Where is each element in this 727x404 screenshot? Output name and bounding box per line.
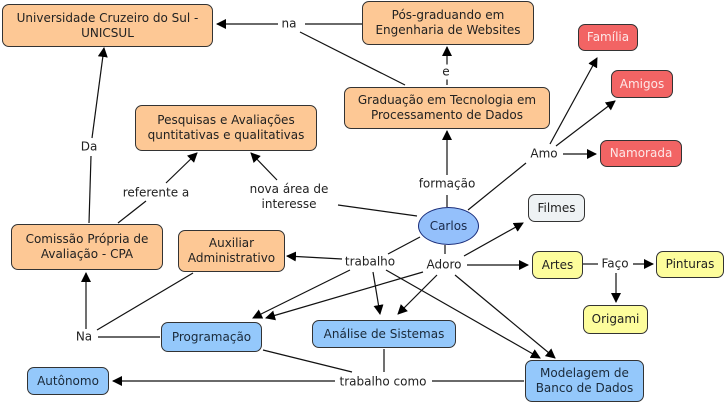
edge-auxiliar-na2 [96, 272, 194, 331]
edge-graduacao-na [299, 31, 406, 86]
edge-trabalho-modelagem [385, 269, 541, 359]
concept-filmes[interactable]: Filmes [528, 194, 585, 222]
edge-cpa-referente [117, 200, 147, 224]
link-referente-a[interactable]: referente a [120, 185, 192, 201]
link-nova-area[interactable]: nova área de interesse [247, 182, 331, 212]
concept-origami[interactable]: Origami [583, 305, 648, 334]
link-na[interactable]: na [279, 16, 299, 32]
concept-unicsul[interactable]: Universidade Cruzeiro do Sul - UNICSUL [2, 4, 213, 47]
concept-pesquisas[interactable]: Pesquisas e Avaliações quntitativas e qu… [135, 105, 317, 151]
edge-nova-pesquisas [250, 152, 278, 181]
concept-cpa[interactable]: Comissão Própria de Avaliação - CPA [11, 224, 163, 270]
edge-trabalho-auxiliar [286, 251, 343, 262]
link-trabalho[interactable]: trabalho [342, 254, 398, 270]
edge-programacao-trabalhocomo [262, 349, 353, 373]
edge-adoro-modelagem [454, 274, 556, 359]
concept-graduacao[interactable]: Graduação em Tecnologia em Processamento… [344, 87, 550, 129]
edge-adoro-analise [397, 274, 438, 315]
concept-familia[interactable]: Família [578, 24, 638, 51]
concept-autonomo[interactable]: Autônomo [27, 367, 109, 395]
concept-artes[interactable]: Artes [532, 251, 583, 279]
link-e[interactable]: e [440, 64, 452, 80]
concept-auxiliar-administrativo[interactable]: Auxiliar Administrativo [178, 230, 285, 272]
edge-amo-familia [549, 57, 598, 145]
edge-da-unicsul [91, 47, 108, 139]
concept-namorada[interactable]: Namorada [600, 140, 682, 167]
link-amo[interactable]: Amo [528, 146, 560, 162]
edge-carlos-trabalho [387, 236, 421, 255]
concept-analise-sistemas[interactable]: Análise de Sistemas [312, 320, 456, 348]
edge-amo-amigos [555, 100, 616, 147]
link-trabalho-como[interactable]: trabalho como [337, 374, 429, 390]
edge-cpa-da [88, 155, 92, 224]
edge-carlos-nova [337, 204, 418, 217]
edge-referente-pesquisas [165, 152, 198, 184]
edge-adoro-programacao [265, 271, 424, 321]
link-adoro[interactable]: Adoro [424, 257, 464, 273]
concept-pinturas[interactable]: Pinturas [656, 251, 724, 278]
edge-adoro-filmes [463, 222, 524, 257]
concept-programacao[interactable]: Programação [161, 322, 262, 352]
concept-carlos[interactable]: Carlos [418, 207, 479, 245]
link-da[interactable]: Da [78, 139, 100, 155]
concept-pos-graduando[interactable]: Pós-graduando em Engenharia de Websites [362, 1, 534, 45]
concept-modelagem[interactable]: Modelagem de Banco de Dados [525, 360, 644, 402]
edge-carlos-amo [467, 162, 527, 211]
link-faco[interactable]: Faço [599, 256, 631, 272]
link-na-2[interactable]: Na [73, 329, 95, 345]
edge-trabalho-programacao [252, 269, 351, 319]
link-formacao[interactable]: formação [416, 176, 478, 192]
concept-amigos[interactable]: Amigos [611, 70, 673, 98]
edge-trabalho-analise [372, 271, 384, 315]
